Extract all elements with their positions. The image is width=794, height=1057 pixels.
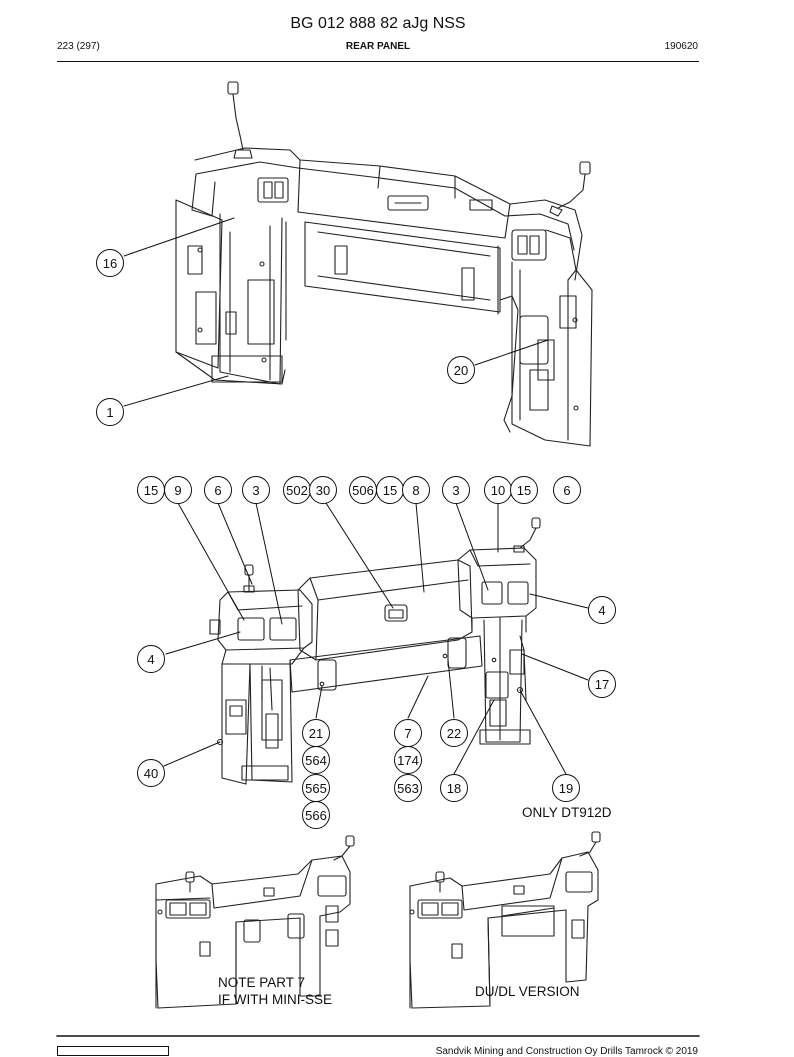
callout-7[interactable]: 7 (394, 719, 422, 747)
callout-6-b[interactable]: 6 (553, 476, 581, 504)
document-number: BG 012 888 82 aJg NSS (290, 15, 466, 32)
note-part7-line2: IF WITH MINI-SSE (218, 992, 332, 1007)
footer-copyright: Sandvik Mining and Construction Oy Drill… (435, 1046, 698, 1057)
callout-17[interactable]: 17 (588, 670, 616, 698)
callout-506[interactable]: 506 (349, 476, 377, 504)
callout-4-right[interactable]: 4 (588, 596, 616, 624)
callout-22[interactable]: 22 (440, 719, 468, 747)
sandvik-logo (57, 1046, 169, 1056)
page-indicator: 223 (297) (57, 41, 100, 52)
note-du-dl-version: DU/DL VERSION (475, 984, 580, 999)
callout-174[interactable]: 174 (394, 746, 422, 774)
callout-20[interactable]: 20 (447, 356, 475, 384)
callout-565[interactable]: 565 (302, 774, 330, 802)
callout-9[interactable]: 9 (164, 476, 192, 504)
callout-3-a[interactable]: 3 (242, 476, 270, 504)
callout-502[interactable]: 502 (283, 476, 311, 504)
callout-21[interactable]: 21 (302, 719, 330, 747)
variant-du-dl-drawing (409, 831, 601, 1009)
callout-19[interactable]: 19 (552, 774, 580, 802)
callout-18[interactable]: 18 (440, 774, 468, 802)
callout-8[interactable]: 8 (402, 476, 430, 504)
header-rule (57, 61, 699, 62)
callout-1[interactable]: 1 (96, 398, 124, 426)
callout-4-left[interactable]: 4 (137, 645, 165, 673)
note-part7-line1: NOTE PART 7 (218, 975, 306, 990)
date-code: 190620 (664, 41, 698, 52)
callout-40[interactable]: 40 (137, 759, 165, 787)
callout-563[interactable]: 563 (394, 774, 422, 802)
callout-6-a[interactable]: 6 (204, 476, 232, 504)
top-assembly-drawing (175, 81, 593, 447)
callout-566[interactable]: 566 (302, 801, 330, 829)
callout-15-a[interactable]: 15 (137, 476, 165, 504)
callout-30[interactable]: 30 (309, 476, 337, 504)
variant-mini-sse-drawing (155, 835, 355, 1009)
callout-15-c[interactable]: 15 (510, 476, 538, 504)
callout-15-b[interactable]: 15 (376, 476, 404, 504)
section-title: REAR PANEL (345, 41, 411, 52)
leader-lines (123, 217, 589, 775)
callout-16[interactable]: 16 (96, 249, 124, 277)
callout-10[interactable]: 10 (484, 476, 512, 504)
callout-564[interactable]: 564 (302, 746, 330, 774)
note-only-dt912d: ONLY DT912D (522, 805, 612, 820)
main-assembly-drawing (209, 517, 541, 785)
callout-3-b[interactable]: 3 (442, 476, 470, 504)
